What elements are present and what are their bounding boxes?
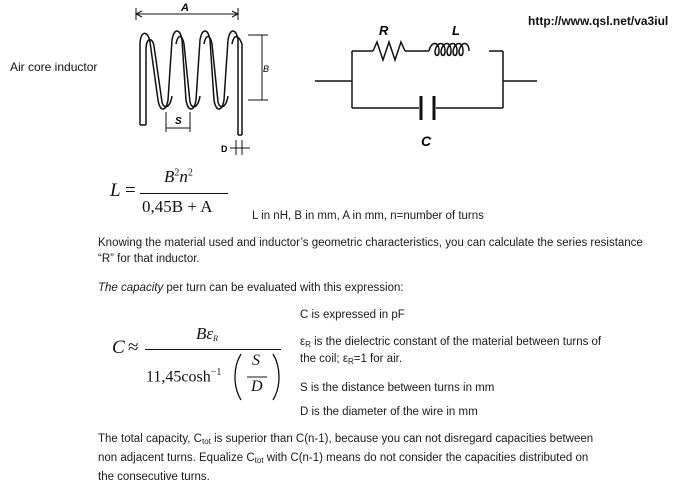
coil-label-s: S — [175, 116, 182, 127]
circuit-label-r: R — [379, 23, 389, 38]
formula-c-den-d: D — [251, 378, 263, 395]
note-s-distance: S is the distance between turns in mm — [300, 382, 495, 394]
formula-c-numerator: BεR — [196, 324, 218, 343]
formula-l-lhs: L — [110, 180, 121, 201]
paragraph-total-capacity-line3: the consecutive turns. — [98, 471, 210, 483]
formula-c-approx: ≈ — [128, 337, 139, 358]
formula-c-den-prefix: 11,45cosh−1 — [146, 367, 222, 386]
note-dielectric-line2: the coil; εR=1 for air. — [300, 353, 403, 366]
paragraph-total-capacity: The total capacity, Ctot is superior tha… — [98, 431, 593, 485]
coil-label-b: B — [263, 64, 269, 74]
paragraph-total-capacity-line1: The total capacity, Ctot is superior tha… — [98, 433, 594, 446]
paragraph-capacity-intro: The capacity per turn can be evaluated w… — [98, 282, 404, 294]
coil-label-a: A — [180, 2, 189, 14]
formula-l-fraction-bar — [140, 193, 228, 194]
source-url[interactable]: http://www.qsl.net/va3iul — [528, 14, 669, 28]
formula-c-parentheses — [234, 353, 280, 401]
formula-c-lhs: C — [112, 337, 125, 358]
paragraph-total-capacity-line2: non adjacent turns. Equalize Ctot with C… — [98, 452, 589, 465]
formula-c-den-s: S — [252, 352, 260, 369]
formula-l-units-note: L in nH, B in mm, A in mm, n=number of t… — [252, 210, 484, 222]
section-label: Air core inductor — [10, 60, 98, 74]
coil-label-d: D — [221, 144, 228, 154]
circuit-label-c: C — [421, 133, 432, 149]
note-d-diameter: D is the diameter of the wire in mm — [300, 406, 478, 418]
circuit-label-l: L — [452, 23, 460, 38]
formula-l-denominator: 0,45B + A — [142, 197, 213, 216]
note-c-units: C is expressed in pF — [300, 309, 405, 321]
formula-l-eq: = — [125, 180, 136, 201]
paragraph-series-resistance: Knowing the material used and inductor’s… — [98, 237, 643, 265]
note-dielectric: εR is the dielectric constant of the mat… — [300, 336, 602, 349]
formula-l-numerator: B2n2 — [164, 167, 193, 186]
circuit-figure: R L C — [315, 23, 537, 149]
formula-c-fraction-bar — [145, 349, 281, 350]
coil-figure: A B S D — [134, 2, 269, 155]
